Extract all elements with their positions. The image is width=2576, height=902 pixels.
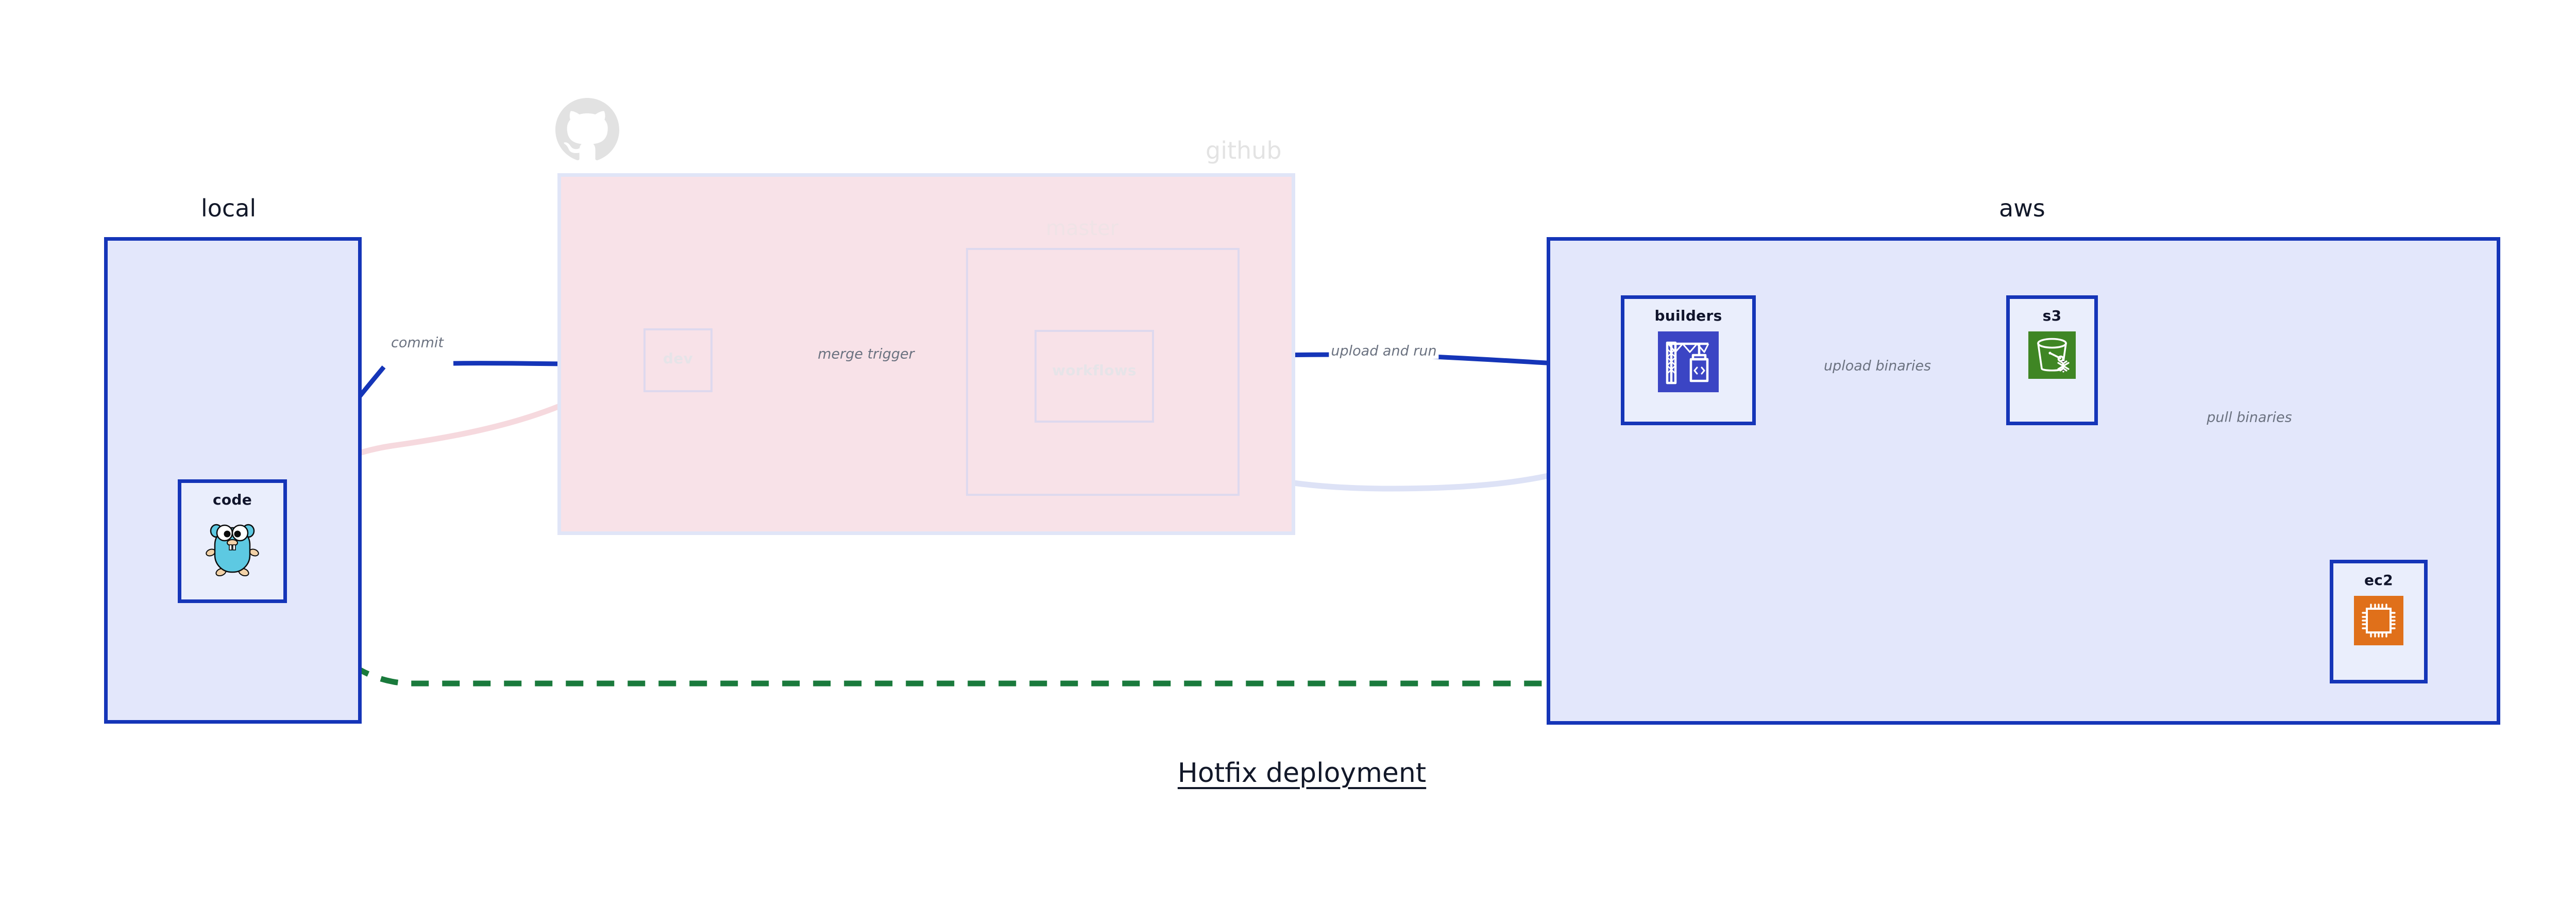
subgroup-label-master: master bbox=[1046, 216, 1119, 240]
node-ec2-label: ec2 bbox=[2364, 572, 2393, 589]
node-s3[interactable]: s3 bbox=[2006, 295, 2098, 425]
diagram-title: Hotfix deployment bbox=[1177, 758, 1427, 789]
node-code-label: code bbox=[212, 491, 252, 508]
node-builders-label: builders bbox=[1654, 307, 1722, 324]
group-label-aws: aws bbox=[1999, 194, 2045, 222]
node-ec2[interactable]: ec2 bbox=[2330, 560, 2428, 683]
node-code[interactable]: code bbox=[178, 479, 287, 603]
group-github bbox=[557, 173, 1295, 535]
edge-label-pull-binaries: pull binaries bbox=[2205, 409, 2294, 426]
group-label-local: local bbox=[201, 194, 257, 222]
edge-label-upload-and-run: upload and run bbox=[1329, 343, 1439, 359]
github-logo-icon bbox=[555, 98, 619, 164]
edge-label-merge-trigger: merge trigger bbox=[816, 346, 917, 362]
node-workflows[interactable]: workflows bbox=[1035, 330, 1154, 423]
node-builders[interactable]: builders bbox=[1621, 295, 1756, 425]
node-dev-label: dev bbox=[663, 350, 693, 367]
edge-label-upload-binaries: upload binaries bbox=[1821, 358, 1934, 374]
aws-ec2-icon bbox=[2354, 596, 2403, 647]
aws-s3-icon bbox=[2028, 331, 2076, 381]
edge-label-commit: commit bbox=[388, 335, 446, 351]
subgroup-master bbox=[966, 248, 1240, 496]
go-gopher-icon bbox=[204, 515, 261, 578]
group-label-github: github bbox=[1206, 137, 1282, 164]
node-dev[interactable]: dev bbox=[643, 328, 713, 392]
node-s3-label: s3 bbox=[2042, 307, 2062, 324]
node-workflows-label: workflows bbox=[1052, 362, 1137, 379]
aws-codebuild-icon bbox=[1658, 331, 1719, 394]
